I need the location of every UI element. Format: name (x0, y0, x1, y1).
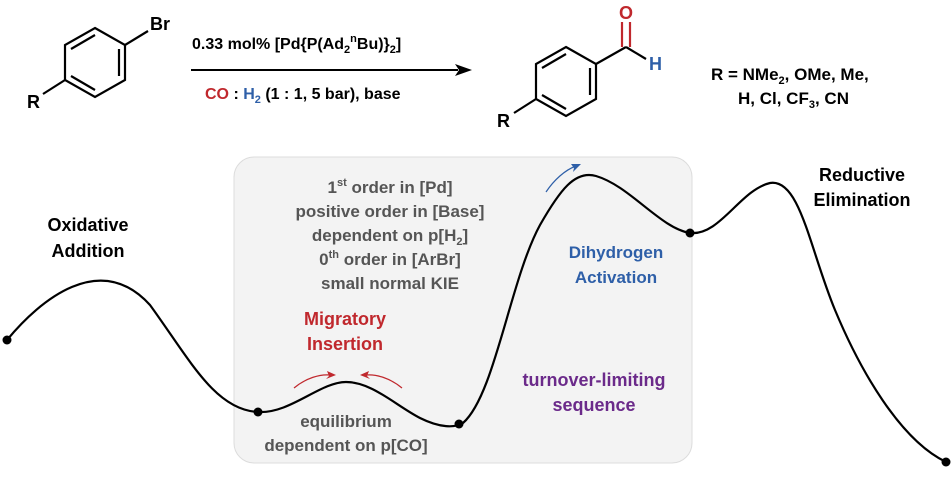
kinetics-line-5: small normal KIE (321, 274, 459, 293)
activation-arrow (545, 165, 577, 193)
equilibrium-arrowhead-right (360, 371, 370, 379)
reductive-elimination-line-2: Elimination (813, 190, 910, 210)
reaction-arrow (191, 64, 472, 76)
equilibrium-line-1: equilibrium (300, 412, 392, 431)
catalyst-label: 0.33 mol% [Pd{P(Ad2nBu)}2] (192, 33, 401, 56)
reactant-structure (42, 26, 149, 99)
intermediate-oa-point (253, 407, 263, 417)
equilibrium-arrows (293, 374, 403, 389)
reactant-r-label: R (27, 92, 40, 112)
kinetics-line-1: 1st order in [Pd] (327, 177, 452, 197)
intermediate-end-point (941, 457, 951, 467)
oxidative-addition-line-1: Oxidative (47, 215, 128, 235)
intermediate-start-point (2, 335, 12, 345)
reductive-elimination-line-1: Reductive (819, 165, 905, 185)
carbonyl-bond (620, 22, 632, 47)
equilibrium-line-2: dependent on p[CO] (264, 436, 427, 455)
mechanism-panel (233, 156, 693, 464)
dihydrogen-activation-line-1: Dihydrogen (569, 243, 663, 262)
scope-line-2: H, Cl, CF3, CN (738, 89, 849, 111)
scope-line-1: R = NMe2, OMe, Me, (711, 65, 869, 87)
equilibrium-arrowhead-left (326, 371, 336, 379)
product-h-label: H (649, 54, 662, 74)
energy-profile-curve (6, 173, 947, 463)
kinetics-line-3: dependent on p[H2] (312, 226, 468, 248)
conditions-label: CO : H2 (1 : 1, 5 bar), base (205, 86, 401, 106)
migratory-insertion-line-1: Migratory (304, 309, 386, 329)
kinetics-line-2: positive order in [Base] (296, 202, 485, 221)
dihydrogen-activation-line-2: Activation (575, 268, 657, 287)
activation-arrowhead (571, 164, 581, 172)
product-structure (513, 45, 647, 118)
turnover-limiting-line-1: turnover-limiting (523, 370, 666, 390)
kinetics-line-4: 0th order in [ArBr] (319, 249, 461, 269)
reactant-br-label: Br (150, 14, 170, 34)
product-o-label: O (619, 3, 633, 23)
turnover-limiting-line-2: sequence (552, 395, 635, 415)
oxidative-addition-line-2: Addition (52, 241, 125, 261)
migratory-insertion-line-2: Insertion (307, 334, 383, 354)
product-r-label: R (497, 111, 510, 131)
intermediate-h2-point (685, 228, 695, 238)
intermediate-mi-point (454, 419, 464, 429)
